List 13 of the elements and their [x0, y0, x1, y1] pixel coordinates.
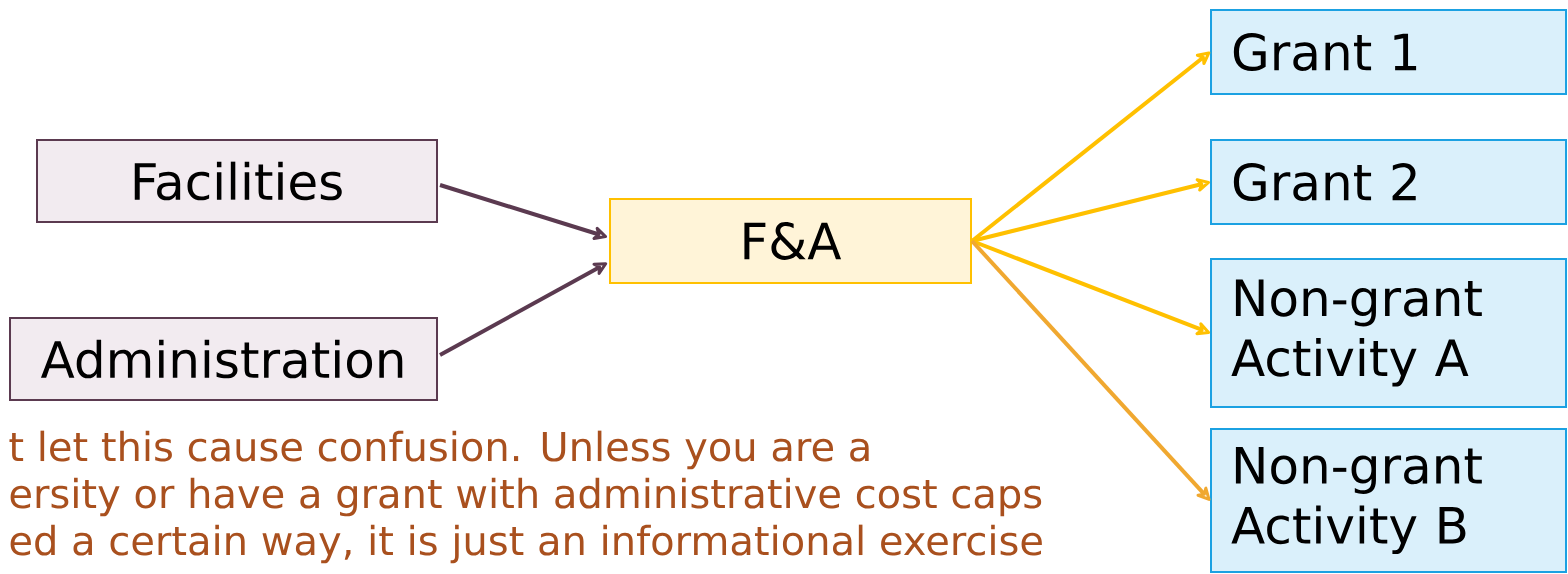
box: Non-grant Activity B — [1210, 428, 1567, 573]
box: Administration — [9, 317, 438, 401]
arrow — [971, 178, 1211, 243]
box: Grant 2 — [1210, 139, 1567, 225]
arrow — [970, 239, 1211, 501]
box: Non-grant Activity A — [1210, 258, 1567, 408]
arrow — [439, 262, 608, 357]
box: F&A — [609, 198, 972, 284]
note-text: ed a certain way, it is just an informational exercise — [10, 524, 1042, 564]
arrow — [439, 183, 608, 240]
box: Grant 1 — [1210, 9, 1567, 95]
note-text: ersity or have a grant with administrative cost caps — [10, 477, 1042, 517]
box: Facilities — [36, 139, 438, 223]
